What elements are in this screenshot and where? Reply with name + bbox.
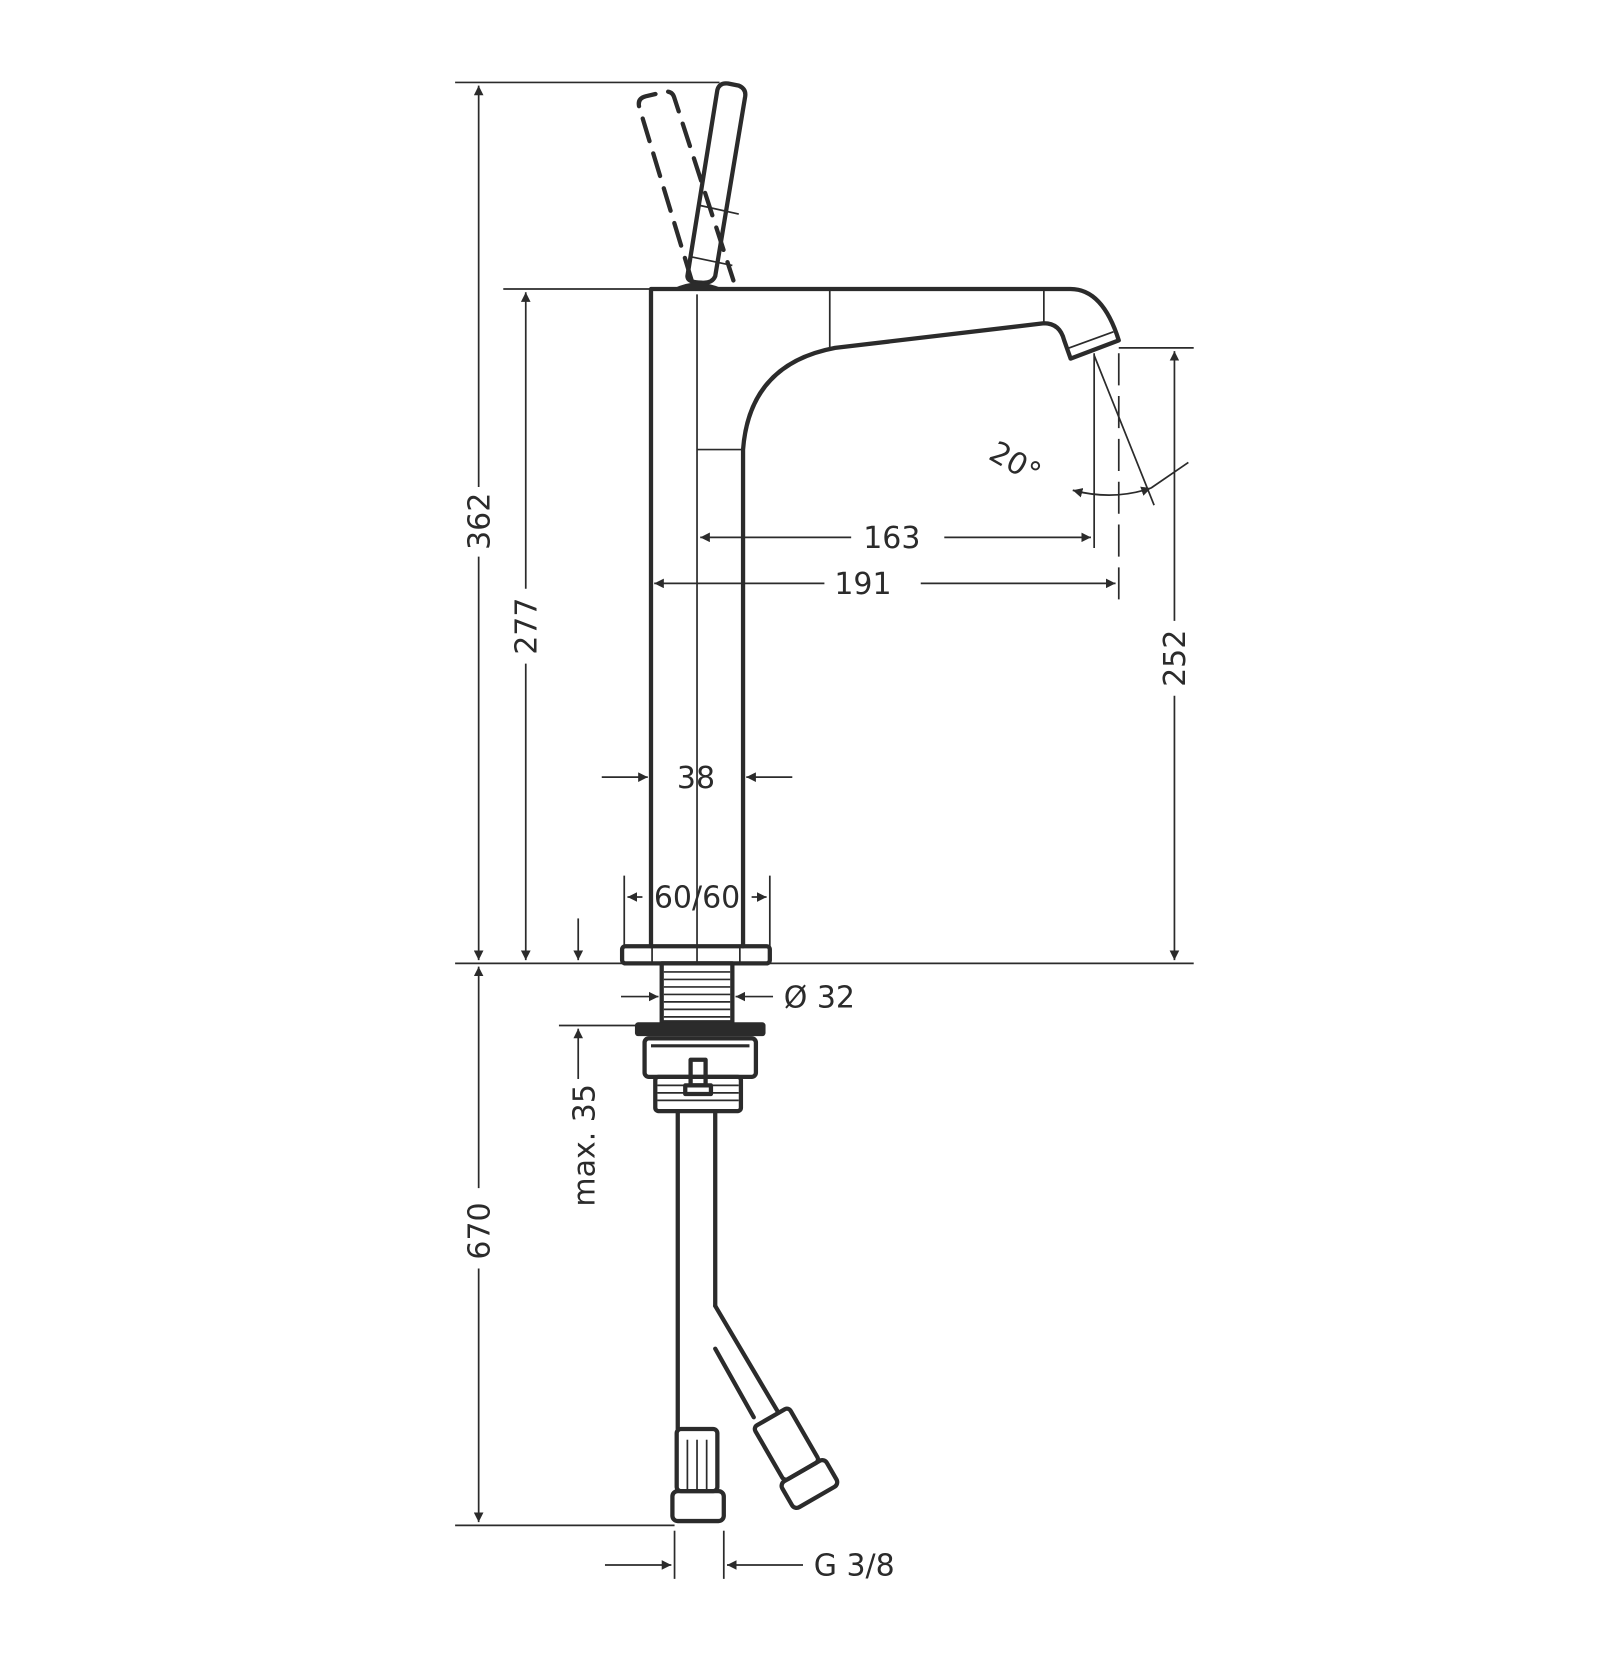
dim-body-width: 38 — [677, 761, 715, 796]
dim-max-counter-thickness: max. 35 — [567, 1084, 602, 1206]
dim-overall-height: 362 — [462, 493, 497, 550]
dim-spout-angle: 20° — [983, 435, 1047, 492]
dim-spout-reach-center: 163 — [863, 521, 920, 556]
dim-connection: G 3/8 — [814, 1549, 895, 1584]
dim-flange-size: 60/60 — [654, 881, 740, 916]
extension-lines — [455, 81, 1194, 1579]
dimension-lines — [473, 85, 1189, 1570]
dim-shank-diameter: Ø 32 — [784, 980, 855, 1015]
mounting-assembly — [619, 944, 772, 1114]
dim-spout-reach-total: 191 — [834, 567, 891, 602]
dim-hose-length: 670 — [462, 1202, 497, 1259]
supply-hoses — [670, 1108, 840, 1524]
faucet-body — [648, 286, 1121, 949]
lever-handle — [636, 81, 748, 290]
dim-spout-height: 252 — [1158, 630, 1193, 687]
dim-body-height: 277 — [509, 598, 544, 655]
